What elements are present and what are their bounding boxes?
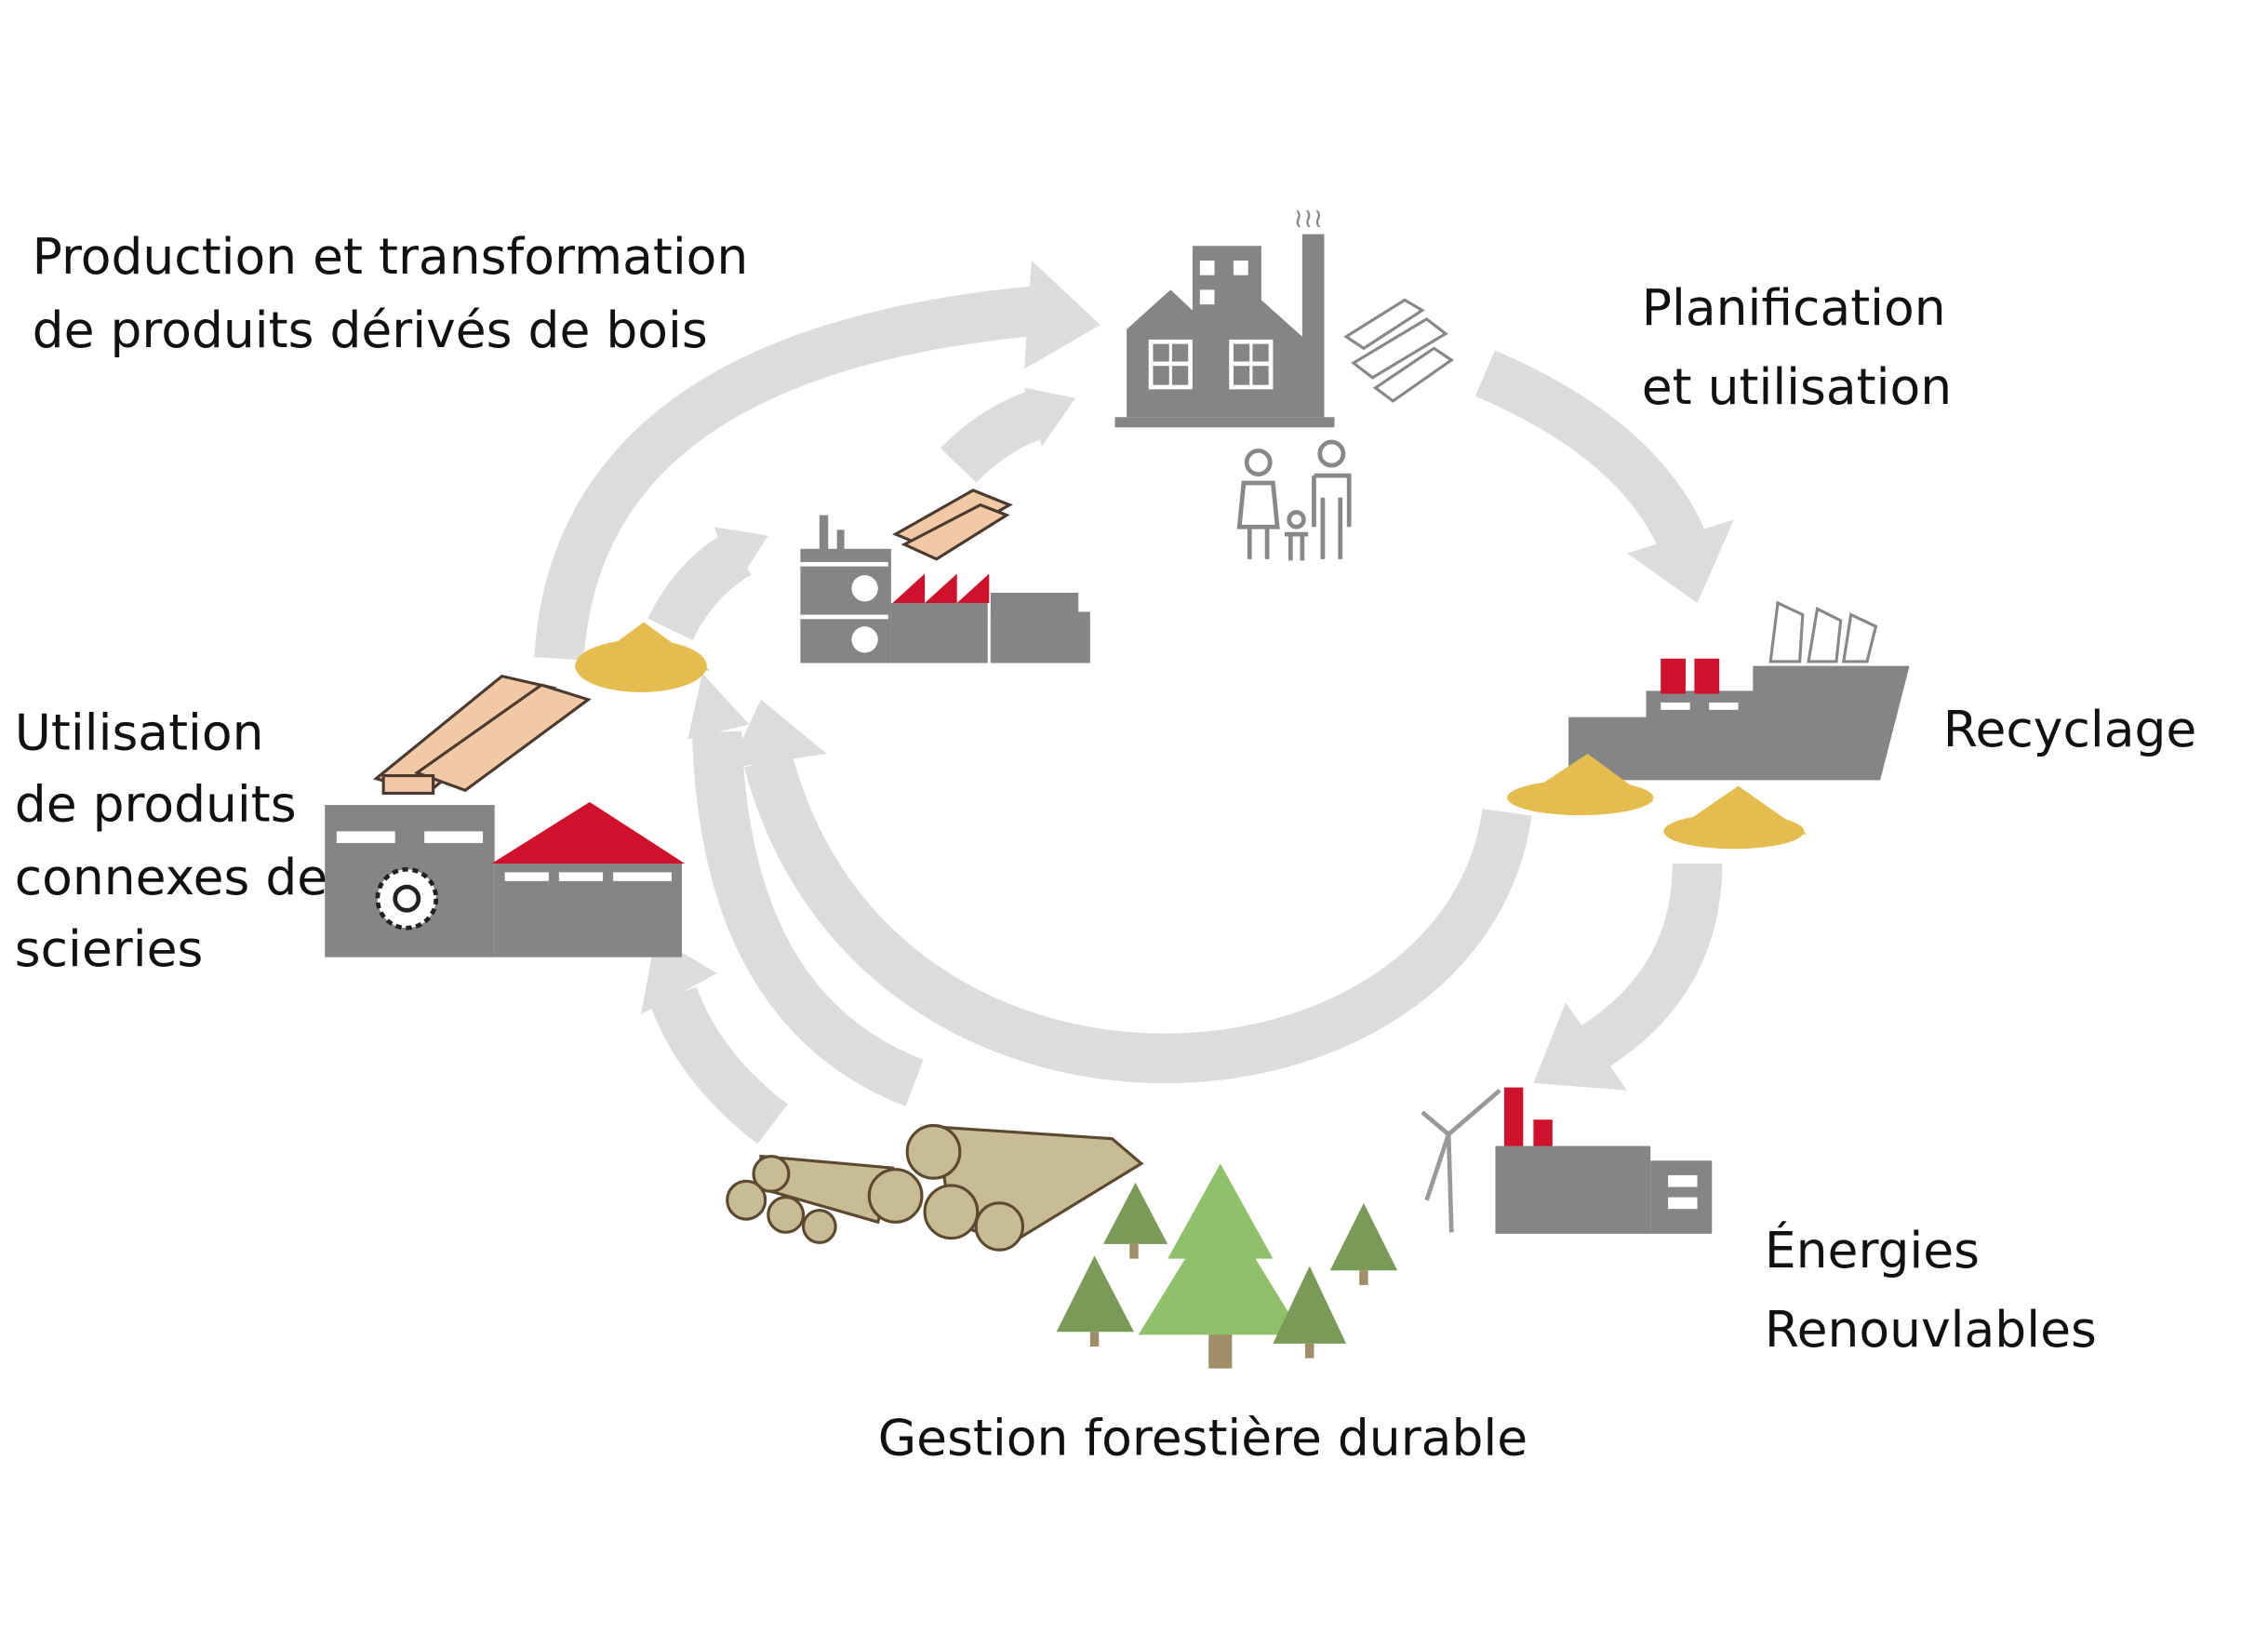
arrow-head	[1533, 1002, 1628, 1091]
svg-text:≀≀≀: ≀≀≀	[1293, 203, 1323, 234]
label-production: Production et transformation de produits…	[33, 227, 749, 359]
saw-blade-icon	[375, 866, 439, 931]
planks-icon	[1343, 298, 1455, 403]
arrow-plant-to-production	[940, 389, 1050, 484]
arrow-head	[1024, 260, 1101, 369]
cycle-arrows	[534, 260, 1734, 1145]
label-energies: Énergies Renouvlables	[1765, 1221, 2097, 1359]
recycling-ship-icon	[1568, 600, 1910, 781]
sawdust-pile-icon	[575, 622, 710, 692]
label-line: et utilisation	[1642, 357, 1952, 416]
forest-trees-icon	[1056, 1163, 1398, 1369]
label-line: de produits	[15, 774, 297, 833]
logs-icon	[726, 1123, 1144, 1252]
label-line: Recyclage	[1943, 700, 2197, 758]
wind-turbine-icon	[1421, 1088, 1501, 1233]
arrow-forest-to-sawmill	[649, 986, 788, 1145]
arrow-sawmill-to-production	[534, 285, 1045, 661]
arrow-recycling-to-energy	[1581, 863, 1723, 1068]
label-recyclage: Recyclage	[1943, 700, 2197, 758]
family-icon	[1236, 439, 1352, 561]
arrow-head	[1627, 519, 1734, 604]
sawdust-pile-icon	[1507, 754, 1654, 816]
factory-building-icon: ≀≀≀	[1114, 203, 1335, 428]
label-line: Énergies	[1765, 1221, 1980, 1280]
arrow-head	[714, 527, 768, 586]
label-line: Gestion forestière durable	[878, 1408, 1528, 1467]
label-utilisation: Utilisation de produits connexes de scie…	[15, 703, 327, 978]
renewable-energy-plant-icon	[1421, 1087, 1713, 1234]
arrow-forest-to-sawmill-inner	[692, 730, 924, 1106]
arrow-head	[1024, 387, 1076, 447]
label-line: Production et transformation	[33, 227, 749, 286]
arrow-head	[728, 699, 827, 769]
arrow-planning-to-recycling	[1474, 350, 1706, 552]
arrow-head	[687, 673, 750, 740]
label-line: de produits dérivés de bois	[33, 301, 708, 359]
sawmill-icon	[325, 674, 686, 958]
wood-processing-plant-icon	[800, 489, 1090, 663]
label-line: Renouvlables	[1765, 1300, 2097, 1359]
label-line: connexes de	[15, 848, 327, 906]
label-line: Utilisation	[15, 703, 264, 761]
label-line: scieries	[15, 919, 204, 978]
label-line: Planification	[1642, 278, 1946, 337]
arrow-recycling-to-sawmill	[743, 754, 1532, 1084]
label-gestion: Gestion forestière durable	[878, 1408, 1528, 1467]
sawdust-pile-icon	[1663, 785, 1808, 850]
label-planification: Planification et utilisation	[1642, 278, 1952, 416]
